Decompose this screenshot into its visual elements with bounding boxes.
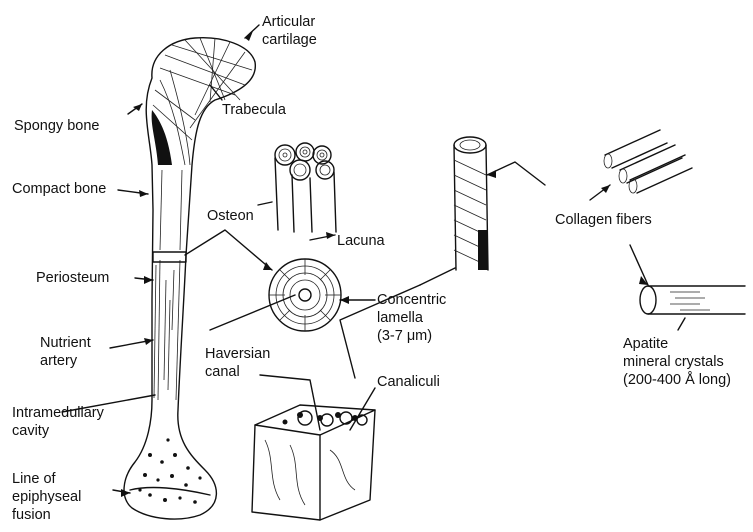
arrowheads bbox=[121, 31, 648, 497]
label-osteon: Osteon bbox=[207, 207, 254, 225]
bone-block-drawing bbox=[252, 405, 375, 520]
label-periosteum: Periosteum bbox=[36, 269, 109, 287]
label-spongy-bone: Spongy bone bbox=[14, 117, 99, 135]
label-nutrient-artery: Nutrient artery bbox=[40, 334, 91, 370]
osteon-bundle-drawing bbox=[275, 143, 336, 232]
osteon-cross-section-drawing bbox=[269, 259, 341, 331]
label-intramedullary-cavity: Intramedullary cavity bbox=[12, 404, 104, 440]
label-articular-cartilage: Articular cartilage bbox=[262, 13, 317, 49]
label-collagen-fibers: Collagen fibers bbox=[555, 211, 652, 229]
collagen-fibrils-drawing bbox=[604, 130, 692, 193]
label-apatite-mineral-crystals: Apatite mineral crystals (200-400 Å long… bbox=[623, 335, 731, 389]
label-concentric-lamella: Concentric lamella (3-7 μm) bbox=[377, 291, 446, 345]
label-lacuna: Lacuna bbox=[337, 232, 385, 250]
label-compact-bone: Compact bone bbox=[12, 180, 106, 198]
label-haversian-canal: Haversian canal bbox=[205, 345, 270, 381]
label-canaliculi: Canaliculi bbox=[377, 373, 440, 391]
apatite-fibril-drawing bbox=[640, 286, 745, 314]
label-line-of-epiphyseal-fusion: Line of epiphyseal fusion bbox=[12, 470, 81, 524]
label-trabecula: Trabecula bbox=[222, 101, 286, 119]
leader-lines bbox=[62, 25, 685, 493]
lamellar-cylinder-drawing bbox=[454, 137, 488, 270]
